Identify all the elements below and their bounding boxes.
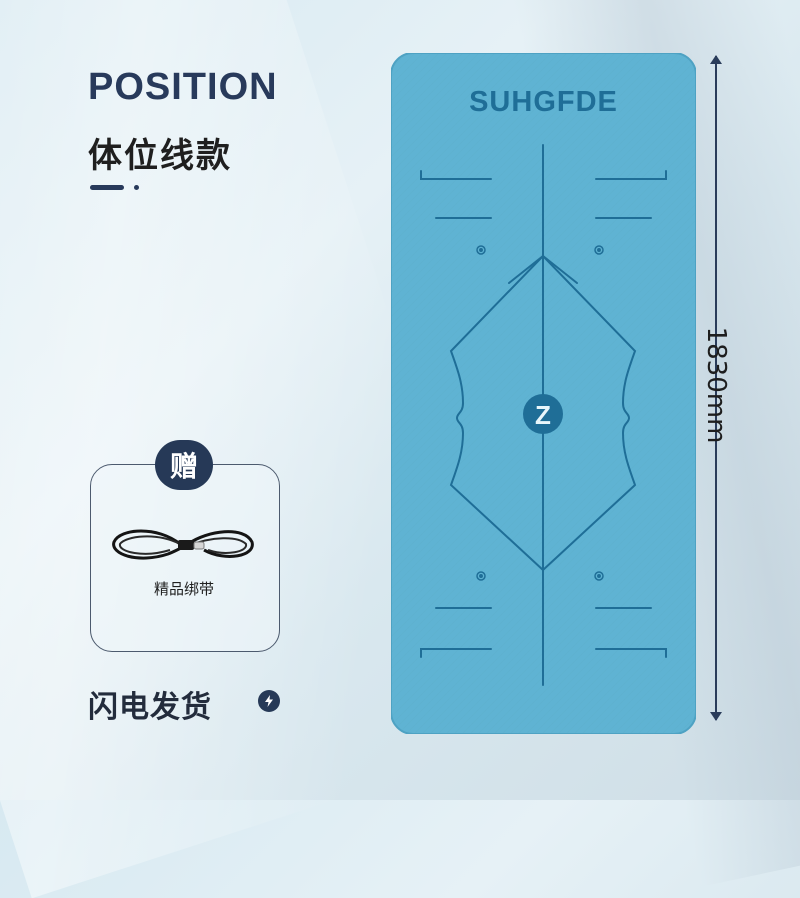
gift-card [90,464,280,652]
shipping-label: 闪电发货 [88,690,212,725]
gift-badge: 赠 [155,440,213,490]
dimension-arrow-bottom [710,712,722,721]
dimension-arrow-top [710,55,722,64]
strap-image [112,529,254,560]
gift-item-label: 精品绑带 [153,580,214,598]
lightning-icon [258,690,280,712]
title-chinese: 体位线款 [88,136,232,176]
decorative-dot [134,185,139,190]
mat-brand: SUHGFDE [469,86,618,118]
dimension-line [715,56,717,720]
decorative-dash [90,185,124,190]
mat-center-logo: Z [535,400,551,430]
dimension-label: 1830mm [701,326,731,444]
title-english: POSITION [88,66,278,108]
yoga-mat: Z [391,53,696,734]
